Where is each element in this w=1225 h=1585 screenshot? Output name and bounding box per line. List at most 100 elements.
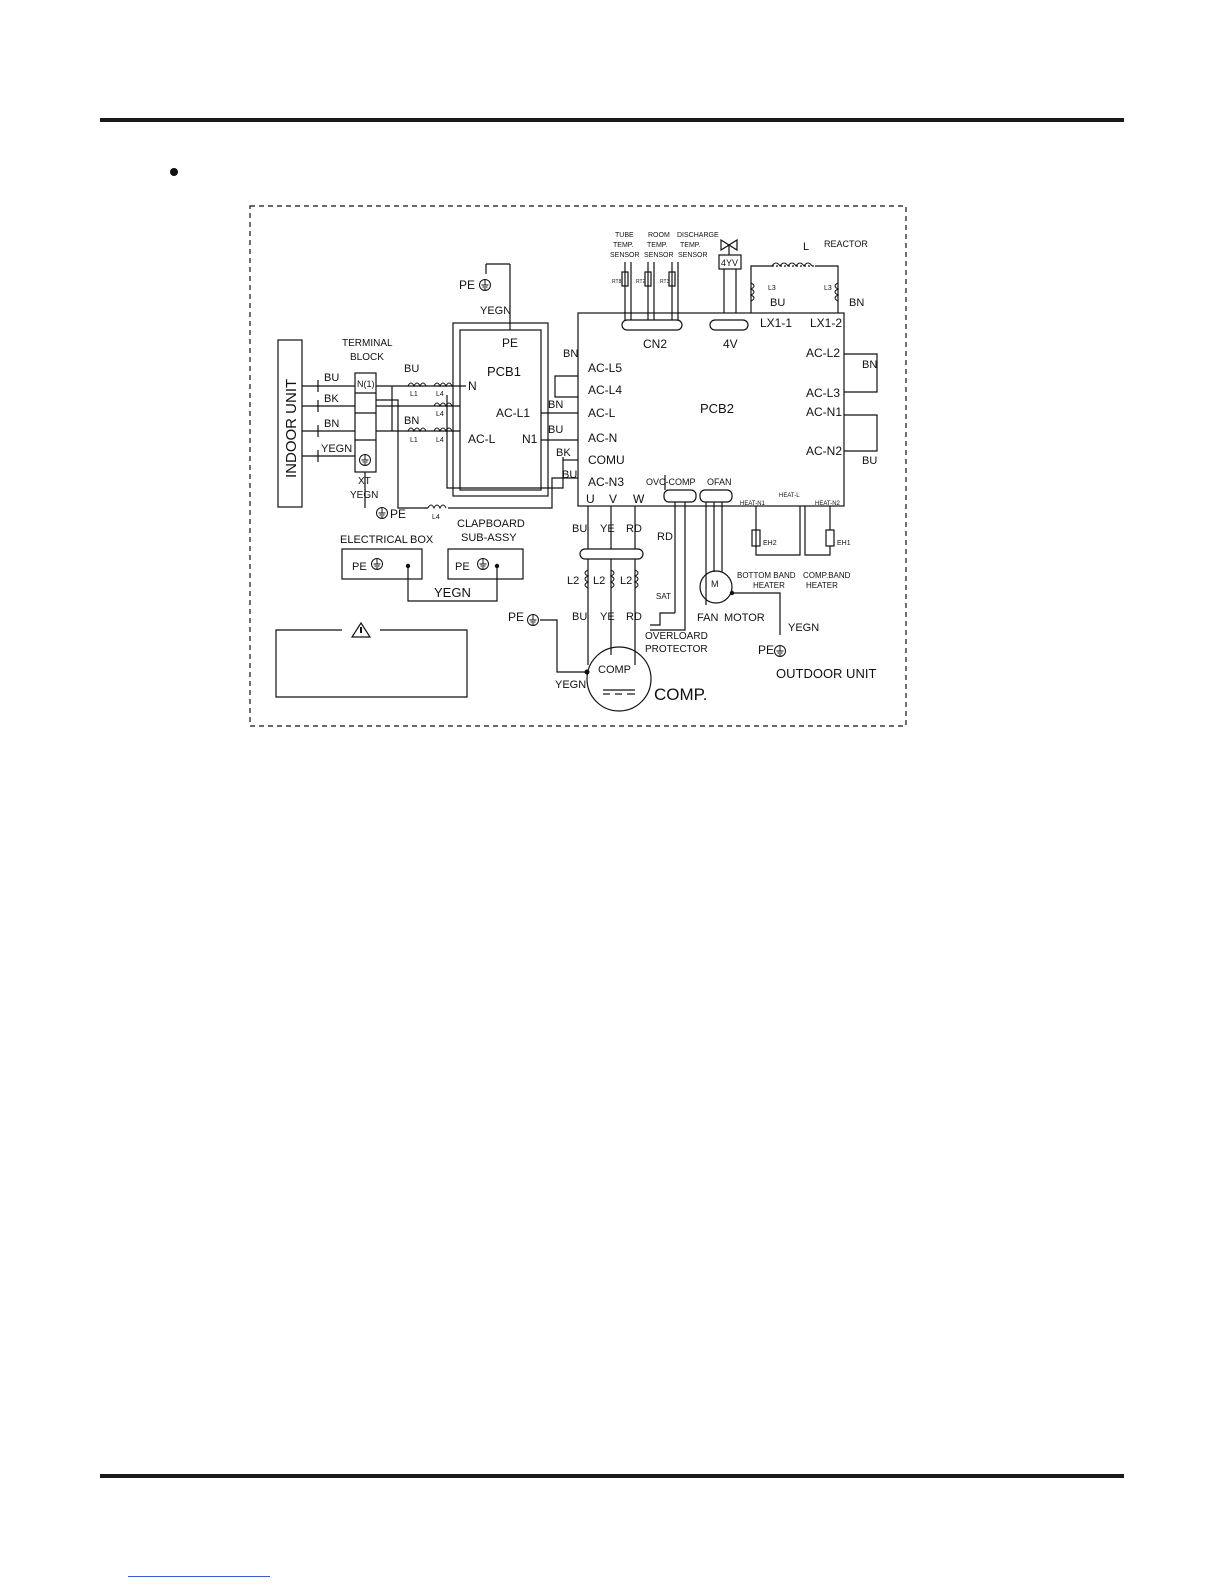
- pcb2-acl5-label: AC-L5: [588, 361, 622, 375]
- pe-terminal-label: PE: [390, 507, 406, 521]
- wire-rd-ovc: RD: [657, 531, 673, 543]
- room-sensor-label-2: TEMP.: [647, 242, 668, 249]
- pe-fan-label: PE: [758, 643, 774, 657]
- pcb1-n-label: N: [468, 379, 477, 393]
- coil-l2-a: L2: [567, 575, 579, 587]
- room-sensor-label-3: SENSOR: [644, 252, 674, 259]
- pcb2-acl-label: AC-L: [588, 406, 616, 420]
- pcb1-board: [459, 329, 542, 491]
- coil-l4-d: L4: [432, 514, 440, 521]
- pcb2-acn1-label: AC-N1: [806, 405, 842, 419]
- sat-label: SAT: [656, 592, 671, 601]
- coil-l4-b: L4: [436, 411, 444, 418]
- pcb2-acn2-label: AC-N2: [806, 444, 842, 458]
- yegn-comp-label: YEGN: [555, 679, 586, 691]
- wire-bu-terminal: BU: [404, 363, 419, 375]
- coil-l2-c: L2: [620, 575, 632, 587]
- wire-bk-indoor: BK: [324, 393, 339, 405]
- wire-bu-reactor: BU: [770, 297, 785, 309]
- clapboard-label-1: CLAPBOARD: [457, 518, 525, 530]
- pcb2-board: [577, 312, 845, 507]
- pcb1-pe-label: PE: [502, 336, 518, 350]
- v-label: V: [609, 492, 617, 506]
- pe-top-label: PE: [459, 278, 475, 292]
- comp-inner-label: COMP: [598, 664, 631, 676]
- pcb2-comu-label: COMU: [588, 453, 625, 467]
- fan-motor-symbol: [699, 570, 733, 604]
- bottom-band-heater-label-1: BOTTOM BAND: [737, 571, 796, 580]
- ground-icon: [371, 558, 383, 570]
- outdoor-unit-boundary: [249, 205, 907, 727]
- pcb1-acl-label: AC-L: [468, 432, 496, 446]
- w-label: W: [633, 492, 645, 506]
- bottom-band-heater-label-2: HEATER: [753, 581, 785, 590]
- xt-label: XT: [358, 476, 371, 487]
- clapboard-pe-label: PE: [455, 561, 470, 573]
- 4yv-valve: [718, 254, 742, 270]
- pcb2-acl3-label: AC-L3: [806, 386, 840, 400]
- cn2-connector: [621, 319, 683, 331]
- reactor-l-label: L: [803, 241, 809, 253]
- footer-rule: [100, 1474, 1124, 1478]
- 4yv-label: 4YV: [721, 258, 738, 268]
- clapboard-label-2: SUB-ASSY: [461, 532, 517, 544]
- coil-l1-a: L1: [410, 391, 418, 398]
- ofan-label: OFAN: [707, 477, 732, 487]
- 4v-connector: [709, 319, 749, 331]
- discharge-sensor-label-1: DISCHARGE: [677, 232, 719, 239]
- bullet-point: [170, 168, 178, 176]
- coil-l2-b: L2: [593, 575, 605, 587]
- comp-band-heater-label-2: HEATER: [806, 581, 838, 590]
- yegn-box-label: YEGN: [434, 585, 471, 600]
- wire-bu-right: BU: [862, 455, 877, 467]
- wire-bk-pcb2: BK: [556, 447, 571, 459]
- compressor-symbol: [586, 646, 652, 712]
- pcb2-acn3-label: AC-N3: [588, 475, 624, 489]
- heat-l-label: HEAT-L: [779, 493, 800, 499]
- terminal-block-label-2: BLOCK: [350, 352, 384, 363]
- tube-sensor-label-1: TUBE: [615, 232, 634, 239]
- wire-bn-terminal: BN: [404, 415, 419, 427]
- coil-l1-b: L1: [410, 437, 418, 444]
- comp-band-heater-label-1: COMP.BAND: [803, 571, 851, 580]
- terminal-block-label-1: TERMINAL: [342, 338, 393, 349]
- coil-l4-a: L4: [436, 391, 444, 398]
- wire-bu-comp: BU: [572, 611, 587, 623]
- tube-sensor-label-3: SENSOR: [610, 252, 640, 259]
- motor-m-label: M: [711, 579, 719, 589]
- eh2-label: EH2: [763, 540, 777, 547]
- wire-bn-reactor: BN: [849, 297, 864, 309]
- cn2-label: CN2: [643, 337, 667, 351]
- heat-n1-label: HEAT-N1: [740, 501, 766, 507]
- wire-bu-uvw: BU: [572, 523, 587, 535]
- coil-l4-c: L4: [436, 437, 444, 444]
- electrical-label: ELECTRICAL: [340, 534, 408, 546]
- wire-bn-pcb2b: BN: [548, 399, 563, 411]
- footer-link-underline: [128, 1576, 270, 1577]
- wire-bn-pcb2a: BN: [563, 348, 578, 360]
- clapboard-sub-assy: [447, 548, 524, 580]
- ovc-comp-connector: [663, 489, 697, 503]
- rt2-label: RT2: [636, 279, 646, 285]
- xt-yegn-label: YEGN: [350, 490, 378, 501]
- heat-n2-label: HEAT-N2: [815, 501, 841, 507]
- ground-icon: [376, 507, 388, 519]
- room-sensor-label-1: ROOM: [648, 232, 670, 239]
- tube-sensor-label-2: TEMP.: [613, 242, 634, 249]
- wire-ye-comp: YE: [600, 611, 615, 623]
- wire-bn-indoor: BN: [324, 418, 339, 430]
- eh1-label: EH1: [837, 540, 851, 547]
- wire-bu-pcb2b: BU: [562, 469, 577, 481]
- pcb2-acl2-label: AC-L2: [806, 346, 840, 360]
- wire-bn-right: BN: [862, 359, 877, 371]
- wire-yegn-indoor: YEGN: [321, 443, 352, 455]
- electrical-box: [341, 548, 423, 580]
- electrical-pe-label: PE: [352, 561, 367, 573]
- reactor-label: REACTOR: [824, 239, 868, 249]
- ground-icon: [774, 645, 786, 657]
- lx1-1-label: LX1-1: [760, 316, 792, 330]
- yegn-fan-label: YEGN: [788, 622, 819, 634]
- pcb2-label: PCB2: [700, 401, 734, 416]
- pcb1-label: PCB1: [487, 364, 521, 379]
